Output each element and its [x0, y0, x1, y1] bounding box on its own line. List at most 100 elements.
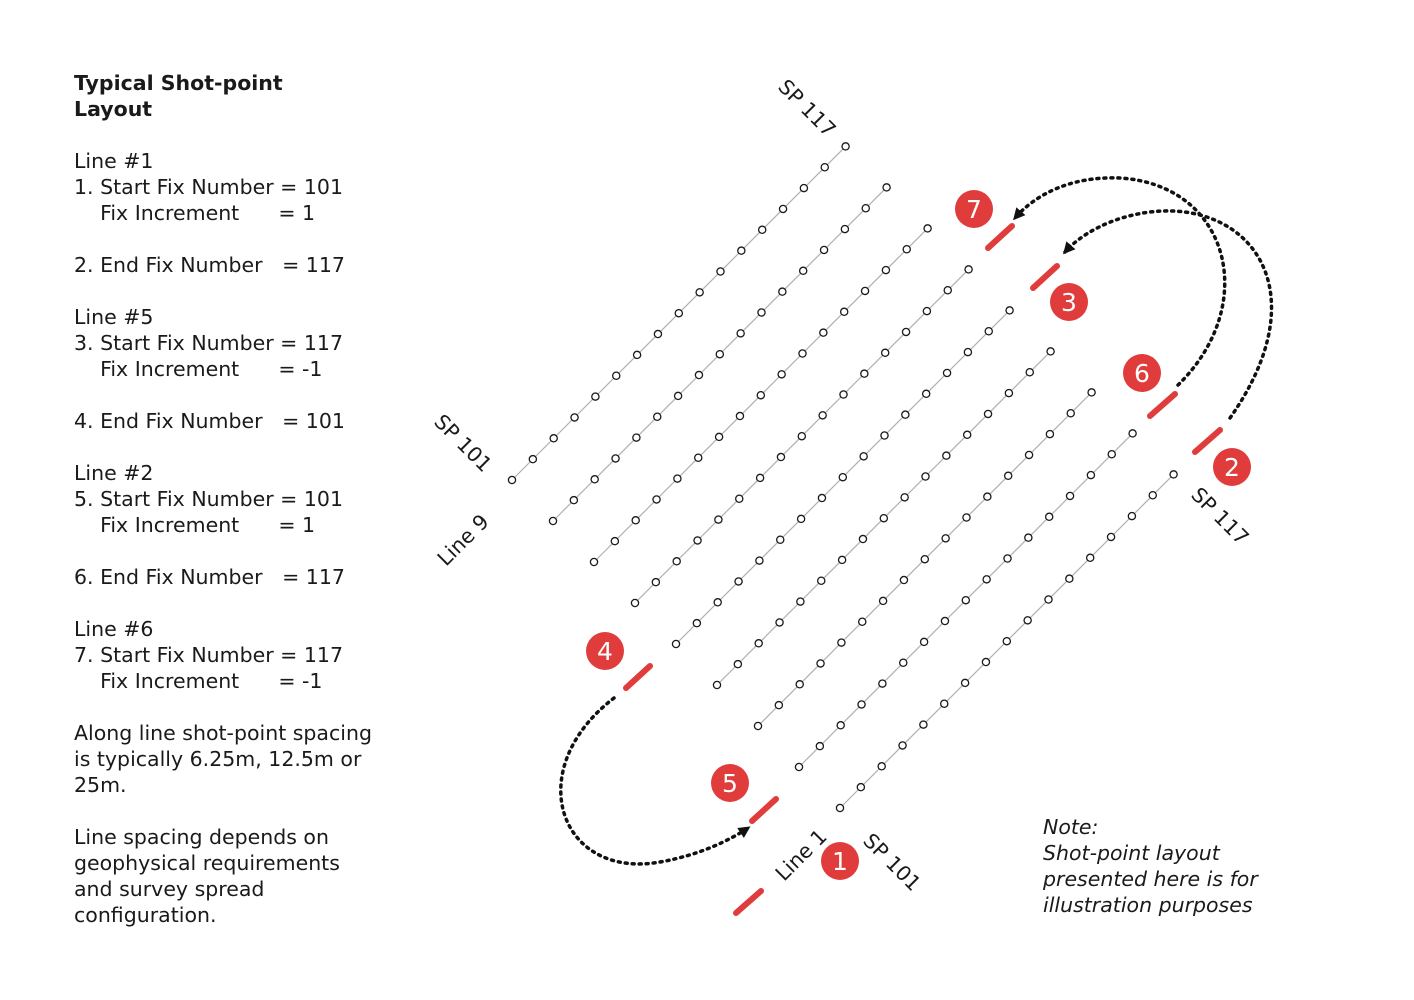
- shot-point: [878, 596, 888, 606]
- step-block-line-5: Line #5 3. Start Fix Number = 117 Fix In…: [74, 304, 414, 434]
- shot-point: [1003, 554, 1012, 563]
- shot-point: [1023, 616, 1032, 625]
- step-line: 4. End Fix Number = 101: [74, 409, 345, 433]
- shot-point: [1005, 306, 1014, 315]
- step-header: Line #2: [74, 461, 154, 485]
- step-header: Line #5: [74, 305, 154, 329]
- svg-text:7: 7: [966, 195, 982, 224]
- line-spacing-paragraph: Line spacing depends on geophysical requ…: [74, 825, 340, 927]
- svg-text:4: 4: [597, 637, 613, 666]
- shot-point: [737, 246, 746, 255]
- step-block-line-1: Line #1 1. Start Fix Number = 101 Fix In…: [74, 148, 414, 278]
- step-line: Fix Increment = 1: [74, 513, 316, 537]
- shot-point: [860, 369, 869, 378]
- shot-point: [1046, 347, 1055, 356]
- shot-point: [857, 700, 866, 709]
- shot-point: [1127, 511, 1137, 521]
- shot-point: [694, 453, 703, 462]
- step-header: Line #6: [74, 617, 154, 641]
- shot-point: [776, 452, 786, 462]
- shot-point: [549, 434, 558, 443]
- shot-point: [839, 390, 848, 399]
- shot-point: [631, 516, 640, 525]
- label-sp-end-line1: SP 117: [1186, 483, 1253, 550]
- shot-point: [858, 534, 868, 544]
- shot-point: [755, 556, 764, 565]
- shot-point: [838, 472, 848, 482]
- shot-point: [591, 392, 600, 401]
- step-header: Line #1: [74, 149, 154, 173]
- step-badge-1: 1: [821, 842, 859, 880]
- shot-point: [712, 680, 722, 690]
- shot-point: [754, 639, 763, 648]
- shot-point: [1148, 490, 1158, 500]
- shot-point: [818, 411, 827, 420]
- shot-point: [919, 720, 928, 729]
- shot-point: [775, 618, 784, 627]
- shot-point: [796, 597, 805, 606]
- shot-point: [836, 721, 845, 730]
- shot-point: [611, 454, 620, 463]
- step-line: 3. Start Fix Number = 117: [74, 331, 344, 355]
- shot-point: [695, 288, 704, 297]
- note-text: Shot-point layout presented here is for …: [1043, 841, 1258, 917]
- badges: 1 2 3 4 5 6 7: [586, 190, 1251, 880]
- shot-point: [817, 493, 827, 503]
- shot-point: [819, 245, 829, 255]
- shot-point: [795, 680, 804, 689]
- shot-point: [882, 183, 891, 192]
- shot-point: [940, 616, 950, 626]
- shot-point: [902, 244, 912, 254]
- label-sp-start-line1: SP 101: [858, 829, 925, 896]
- shot-point: [653, 329, 663, 339]
- turn-arrow-4-to-5: [559, 696, 751, 866]
- shot-point: [653, 412, 662, 421]
- shot-point: [1065, 574, 1074, 583]
- shot-point: [692, 618, 702, 628]
- shot-point: [735, 494, 744, 503]
- shot-point: [943, 285, 953, 295]
- shot-point: [714, 515, 723, 524]
- shot-point: [507, 475, 517, 485]
- step-line: 7. Start Fix Number = 117: [74, 643, 344, 667]
- note-heading: Note:: [1043, 815, 1099, 839]
- turn-arrows: [559, 176, 1274, 866]
- shot-point: [694, 370, 704, 380]
- shot-point: [1024, 533, 1033, 542]
- shot-point: [817, 576, 826, 586]
- step-badge-7: 7: [955, 190, 993, 228]
- shot-point: [961, 595, 971, 605]
- shot-point: [942, 368, 952, 378]
- shot-point: [1065, 491, 1075, 501]
- shot-point: [630, 598, 640, 608]
- step-line: 6. End Fix Number = 117: [74, 565, 345, 589]
- step-line: 2. End Fix Number = 117: [74, 253, 345, 277]
- shot-point: [942, 451, 951, 460]
- shot-point: [962, 430, 972, 440]
- shot-point: [651, 577, 661, 587]
- shot-point: [919, 637, 929, 647]
- shot-point: [674, 308, 684, 318]
- vessel-marker: [1030, 263, 1060, 291]
- shot-point: [921, 472, 930, 481]
- shot-point: [815, 741, 825, 751]
- shot-point: [716, 267, 725, 276]
- shot-point: [693, 536, 702, 545]
- shot-point: [673, 474, 682, 483]
- vessel-marker: [749, 796, 779, 824]
- shot-point: [1024, 450, 1034, 460]
- shot-point: [733, 659, 743, 669]
- shot-point: [901, 327, 911, 337]
- step-badge-3: 3: [1050, 283, 1088, 321]
- shot-point: [982, 575, 991, 584]
- step-line: 1. Start Fix Number = 101: [74, 175, 344, 199]
- shot-point: [960, 678, 970, 688]
- shot-point: [1128, 429, 1137, 438]
- shot-point: [774, 700, 784, 710]
- shot-point: [856, 782, 866, 792]
- shot-point: [880, 431, 889, 440]
- vessel-marker: [623, 663, 653, 691]
- shot-point: [778, 287, 787, 296]
- shot-point: [877, 762, 886, 771]
